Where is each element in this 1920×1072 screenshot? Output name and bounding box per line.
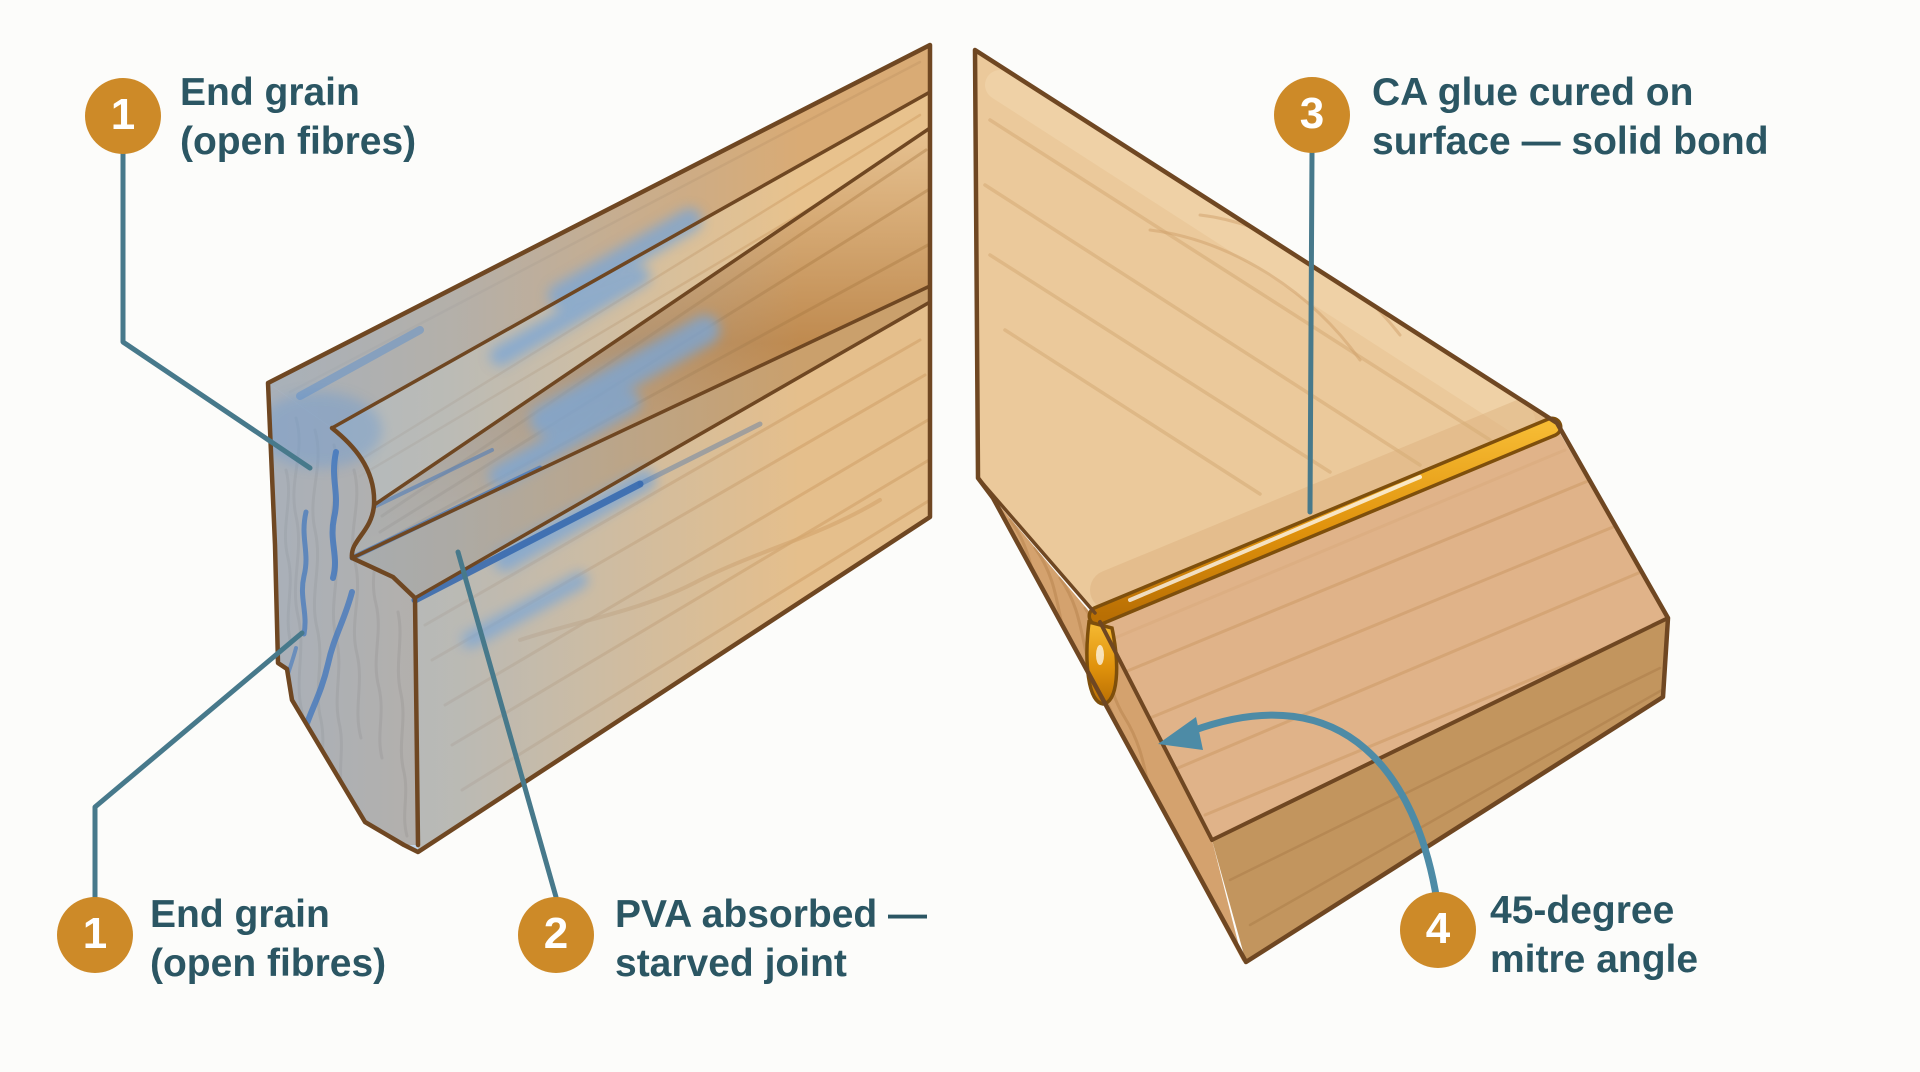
leader-line-ca <box>1307 150 1315 515</box>
mitre-angle-arrow <box>1158 711 1440 899</box>
callout-badge-4: 4 <box>1400 892 1476 968</box>
callout-label-line: (open fibres) <box>180 120 417 163</box>
callout-number: 4 <box>1425 904 1451 953</box>
callout-leader-lines <box>92 150 1440 900</box>
callout-label-line: 45-degree <box>1490 889 1675 932</box>
callout-label-line: mitre angle <box>1490 938 1699 981</box>
leader-line-end-grain-top <box>120 151 313 471</box>
right-bottom-edge-face <box>1212 618 1668 962</box>
callout-label-line: CA glue cured on <box>1372 71 1694 114</box>
callout-number: 1 <box>110 90 136 139</box>
callout-badge-2: 2 <box>518 897 594 973</box>
callout-label-line: surface — solid bond <box>1372 120 1769 163</box>
callout-badge-1-bottom: 1 <box>57 897 133 973</box>
leader-line-end-grain-bottom <box>92 630 305 900</box>
callout-label-line: End grain <box>150 893 330 936</box>
mitre-face <box>1100 430 1668 840</box>
callout-label-line: starved joint <box>615 942 847 985</box>
callout-label-end-grain-bottom: End grain (open fibres) <box>150 890 386 988</box>
callout-badge-1-top: 1 <box>85 78 161 154</box>
callout-label-line: End grain <box>180 71 360 114</box>
right-wood-outlines <box>972 47 1671 965</box>
right-top-face <box>975 50 1557 613</box>
callout-label-mitre: 45-degree mitre angle <box>1490 886 1698 984</box>
leader-line-pva <box>455 549 559 900</box>
callout-number: 1 <box>82 909 108 958</box>
callout-label-ca: CA glue cured on surface — solid bond <box>1372 68 1769 166</box>
callout-label-pva: PVA absorbed — starved joint <box>615 890 927 988</box>
arrow-head-icon <box>1158 717 1203 750</box>
right-wood-piece <box>972 47 1671 965</box>
ca-glue-bead <box>1085 416 1563 706</box>
left-wood-outlines <box>265 42 933 855</box>
callout-number: 2 <box>543 909 569 958</box>
callout-label-line: PVA absorbed — <box>615 893 928 936</box>
callout-badge-3: 3 <box>1274 77 1350 153</box>
callout-number: 3 <box>1299 89 1325 138</box>
callout-label-line: (open fibres) <box>150 942 387 985</box>
callout-label-end-grain-top: End grain (open fibres) <box>180 68 416 166</box>
